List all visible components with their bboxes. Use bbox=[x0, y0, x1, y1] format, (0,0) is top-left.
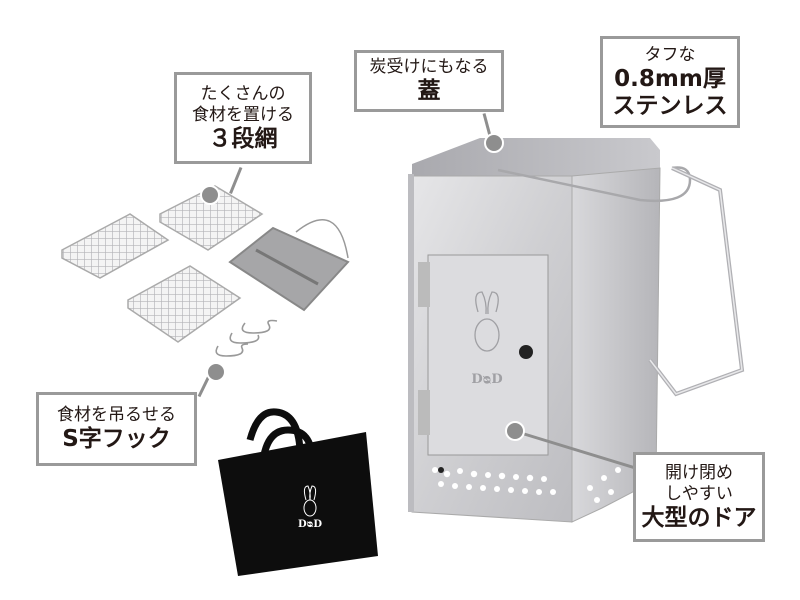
callout-heading: 大型のドア bbox=[641, 504, 757, 531]
charcoal-stove: DᴓD bbox=[408, 138, 745, 523]
callout-heading: ステンレス bbox=[612, 92, 728, 119]
callout-text: 食材を置ける bbox=[192, 104, 294, 125]
svg-text:DᴓD: DᴓD bbox=[298, 519, 322, 530]
callout-text: しやすい bbox=[665, 483, 733, 504]
callout-s-hook: 食材を吊るせる S字フック bbox=[36, 392, 197, 466]
callout-text: 炭受けにもなる bbox=[369, 57, 489, 77]
callout-stainless: タフな 0.8mm厚 ステンレス bbox=[600, 36, 740, 128]
pointer-dot-nets bbox=[200, 185, 220, 205]
s-hooks bbox=[215, 319, 278, 357]
callout-heading: 0.8mm厚 bbox=[614, 65, 726, 92]
callout-text: タフな bbox=[644, 44, 696, 65]
grill-net-left bbox=[61, 213, 170, 279]
callout-lid: 炭受けにもなる 蓋 bbox=[354, 50, 504, 112]
callout-text: 食材を吊るせる bbox=[57, 405, 176, 425]
pointer-dot-lid bbox=[484, 133, 504, 153]
svg-text:DᴓD: DᴓD bbox=[471, 372, 502, 387]
callout-grill-nets: たくさんの 食材を置ける ３段網 bbox=[174, 72, 312, 164]
callout-heading: S字フック bbox=[62, 426, 171, 452]
pointer-dot-hook bbox=[206, 362, 226, 382]
charcoal-tray bbox=[228, 219, 350, 312]
callout-heading: 蓋 bbox=[417, 78, 441, 104]
pointer-dot-door bbox=[505, 421, 525, 441]
callout-text: 開け閉め bbox=[665, 462, 733, 483]
callout-text: たくさんの bbox=[200, 83, 286, 104]
callout-heading: ３段網 bbox=[208, 125, 278, 152]
callout-door: 開け閉め しやすい 大型のドア bbox=[633, 452, 765, 542]
storage-bag: DᴓD bbox=[218, 408, 378, 576]
grill-net-bottom bbox=[127, 265, 242, 343]
